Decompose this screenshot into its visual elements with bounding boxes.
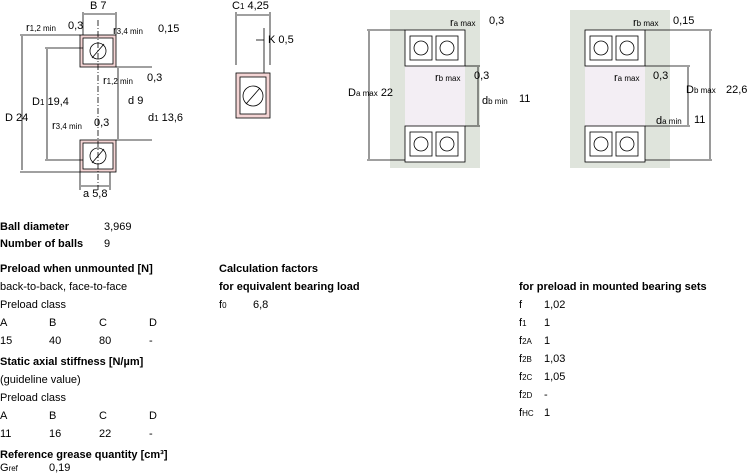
dim-Da-max: Da max 22 <box>348 87 394 99</box>
mounted-factor-label: f2C <box>519 371 533 383</box>
mounted-factor-value: - <box>544 389 548 401</box>
mounted-factor-label: f2B <box>519 353 532 365</box>
preload-class-B: B <box>49 317 57 329</box>
dim-r12-mid-val: 0,3 <box>147 72 163 84</box>
dim-r34-top: r3,4 min <box>113 25 143 37</box>
calc-f0-value: 6,8 <box>253 299 269 311</box>
dim-K: K 0,5 <box>268 34 294 46</box>
calc-factors-heading: Calculation factors <box>219 263 319 275</box>
preload-value-A: 15 <box>0 335 13 347</box>
preload-class-A: A <box>0 317 8 329</box>
dim-a: a 5,8 <box>83 188 108 200</box>
dim-db-min-val: 11 <box>519 93 531 105</box>
preload-value-D: - <box>149 335 153 347</box>
grease-g-ref-value: 0,19 <box>49 462 71 474</box>
dim-B: B 7 <box>90 0 107 12</box>
bearing-section-drawing <box>20 12 152 190</box>
mounting-drawing-1 <box>367 10 480 168</box>
dim-rb-max-1: rb max <box>435 72 461 84</box>
dim-ra-max-2: ra max <box>614 72 640 84</box>
dim-r34-top-val: 0,15 <box>158 23 180 35</box>
dim-r34-bottom: r3,4 min <box>52 120 82 132</box>
mounted-factor-value: 1 <box>544 317 551 329</box>
mounted-factor-label: f2D <box>519 389 533 401</box>
dim-Db-max-val: 22,6 <box>726 84 748 96</box>
dim-da-min: da min <box>656 115 682 127</box>
mounted-factor-value: 1,03 <box>544 353 566 365</box>
dim-rb-max-1-val: 0,3 <box>474 70 490 82</box>
preload-class-label: Preload class <box>0 299 67 311</box>
dim-Db-max: Db max <box>686 84 716 96</box>
stiffness-class-C: C <box>99 410 107 422</box>
stiffness-value-D: - <box>149 428 153 440</box>
dim-ra-max-1-val: 0,3 <box>489 15 505 27</box>
dim-da-min-val: 11 <box>694 114 706 126</box>
dim-D1: D1 19,4 <box>32 96 69 108</box>
preload-arrangement: back-to-back, face-to-face <box>0 281 128 293</box>
dim-d1: d1 13,6 <box>148 112 184 124</box>
number-of-balls-value: 9 <box>104 238 111 250</box>
stiffness-value-B: 16 <box>49 428 62 440</box>
stiffness-value-A: 11 <box>0 428 12 440</box>
dim-r34-bottom-val: 0,3 <box>94 117 110 129</box>
stiffness-class-A: A <box>0 410 8 422</box>
calc-f0-label: f0 <box>219 299 227 311</box>
stiffness-class-D: D <box>149 410 157 422</box>
dim-d: d 9 <box>128 95 144 107</box>
ball-diameter-label: Ball diameter <box>0 221 70 233</box>
number-of-balls-label: Number of balls <box>0 238 84 250</box>
preload-class-C: C <box>99 317 107 329</box>
mounted-factor-label: f <box>519 299 523 311</box>
mounted-factor-value: 1 <box>544 335 551 347</box>
dim-rb-max-2: rb max <box>633 17 659 29</box>
stiffness-class-B: B <box>49 410 57 422</box>
dim-r12-mid: r1,2 min <box>103 75 133 87</box>
mounted-heading: for preload in mounted bearing sets <box>519 281 707 293</box>
preload-value-C: 80 <box>99 335 112 347</box>
mounted-factor-value: 1 <box>544 407 551 419</box>
dim-ra-max-2-val: 0,3 <box>653 70 669 82</box>
mounted-factor-label: fHC <box>519 407 534 419</box>
preload-class-D: D <box>149 317 157 329</box>
calc-equivalent-heading: for equivalent bearing load <box>219 281 360 293</box>
mounted-factor-value: 1,05 <box>544 371 566 383</box>
stiffness-class-label: Preload class <box>0 392 67 404</box>
stiffness-value-C: 22 <box>99 428 112 440</box>
mounting-drawing-2 <box>570 10 712 168</box>
preload-value-B: 40 <box>49 335 62 347</box>
mounted-factor-value: 1,02 <box>544 299 566 311</box>
dim-rb-max-2-val: 0,15 <box>673 15 695 27</box>
dim-ra-max-1: ra max <box>450 17 476 29</box>
stiffness-note: (guideline value) <box>0 374 81 386</box>
stiffness-heading: Static axial stiffness [N/µm] <box>0 356 144 368</box>
technical-drawings <box>20 10 712 190</box>
mounted-factor-label: f1 <box>519 317 527 329</box>
grease-g-ref-label: Gref <box>0 462 18 474</box>
dim-D: D 24 <box>5 112 29 124</box>
grease-heading: Reference grease quantity [cm³] <box>0 449 168 461</box>
dim-C1: C1 4,25 <box>232 0 269 12</box>
mounted-factor-label: f2A <box>519 335 532 347</box>
dim-r12-top: r1,2 min <box>26 22 56 34</box>
contact-angle-drawing <box>235 12 271 119</box>
ball-diameter-value: 3,969 <box>104 221 132 233</box>
preload-heading: Preload when unmounted [N] <box>0 263 153 275</box>
dim-r12-top-val: 0,3 <box>68 20 84 32</box>
dim-db-min: db min <box>482 95 508 107</box>
